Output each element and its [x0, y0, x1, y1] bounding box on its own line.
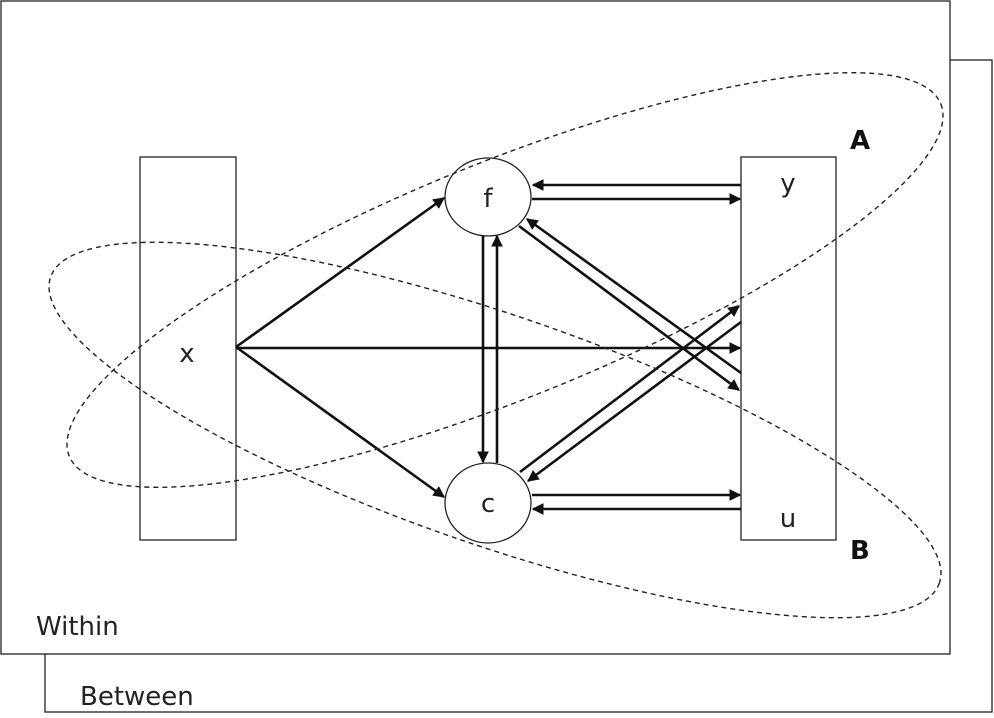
- x-box: [139, 156, 237, 541]
- group-b-ellipse: [48, 241, 942, 619]
- f-label: f: [483, 184, 493, 214]
- x-label: x: [179, 339, 194, 369]
- f-node: [444, 157, 532, 237]
- outcome-box: [740, 156, 837, 541]
- arrow-x-to-c: [235, 345, 445, 499]
- group-b-label: B: [850, 536, 870, 566]
- path-arrows: [235, 179, 742, 515]
- u-label: u: [780, 504, 796, 534]
- within-label: Within: [36, 612, 119, 642]
- arrow-y-to-c: [527, 320, 742, 483]
- arrow-x-to-f: [235, 196, 445, 349]
- arrow-f-to-u: [518, 224, 740, 392]
- group-a-label: A: [850, 126, 870, 156]
- group-a-ellipse: [66, 72, 944, 488]
- y-label: y: [780, 169, 795, 199]
- arrow-c-to-y: [519, 304, 740, 474]
- between-label: Between: [80, 682, 194, 712]
- c-label: c: [481, 489, 495, 519]
